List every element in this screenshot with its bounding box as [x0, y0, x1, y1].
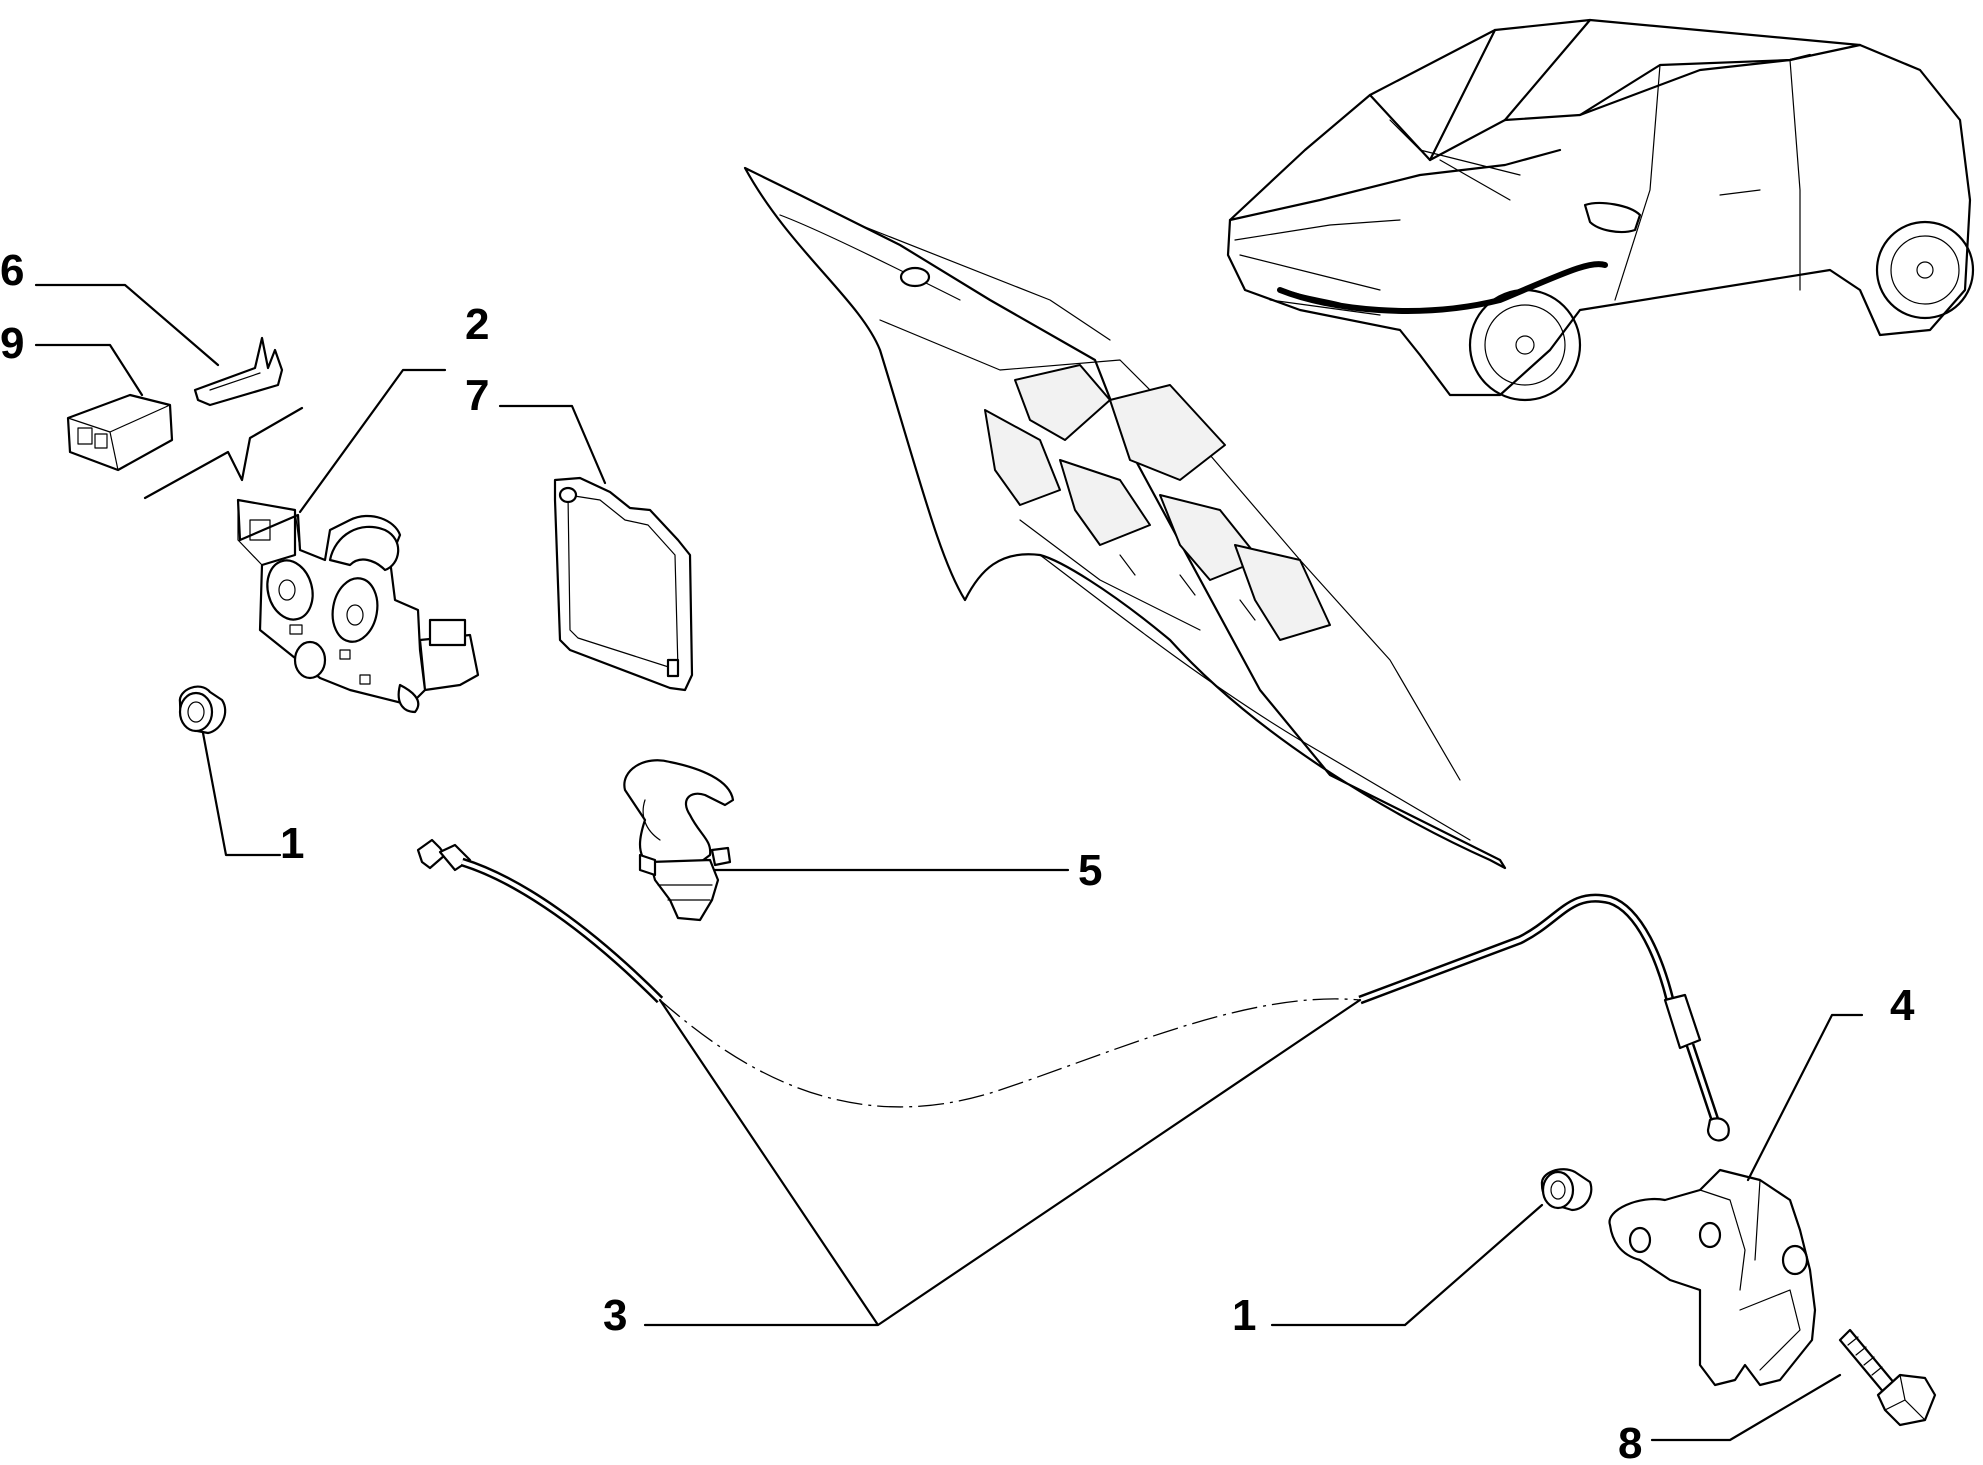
leader-4 [1746, 1013, 1864, 1182]
callout-3: 3 [603, 1291, 627, 1340]
callout-1-upper: 1 [280, 819, 304, 868]
part-7-seal-frame [553, 476, 694, 692]
callout-1-lower: 1 [1232, 1291, 1256, 1340]
leader-1a [201, 731, 282, 857]
part-1-bushing-lower [1540, 1168, 1593, 1212]
part-6-terminal [193, 336, 284, 407]
leader-3 [643, 998, 1362, 1327]
leader-7 [498, 404, 607, 485]
part-4-release-handle-bracket [1608, 1168, 1817, 1387]
part-2-bonnet-latch [236, 498, 480, 714]
callout-4: 4 [1890, 981, 1915, 1030]
car-illustration [1226, 18, 1975, 402]
part-5-clip [623, 759, 735, 922]
part-1-bushing-upper [178, 685, 227, 735]
leader-2 [298, 368, 447, 514]
callout-6: 6 [0, 246, 24, 295]
part-9-connector [66, 393, 174, 472]
leader-8 [1650, 1373, 1842, 1442]
part-3-release-cable [416, 838, 1730, 1142]
part-8-bolt [1838, 1328, 1937, 1427]
leader-9 [34, 343, 144, 397]
leader-1b [1270, 1203, 1544, 1327]
callout-7: 7 [465, 371, 489, 420]
callout-9: 9 [0, 319, 24, 368]
leader-6 [34, 283, 220, 367]
callout-8: 8 [1618, 1419, 1642, 1465]
callout-5: 5 [1078, 846, 1102, 895]
callout-2: 2 [465, 300, 489, 349]
separator-line [143, 406, 304, 500]
bonnet-illustration [743, 166, 1507, 870]
